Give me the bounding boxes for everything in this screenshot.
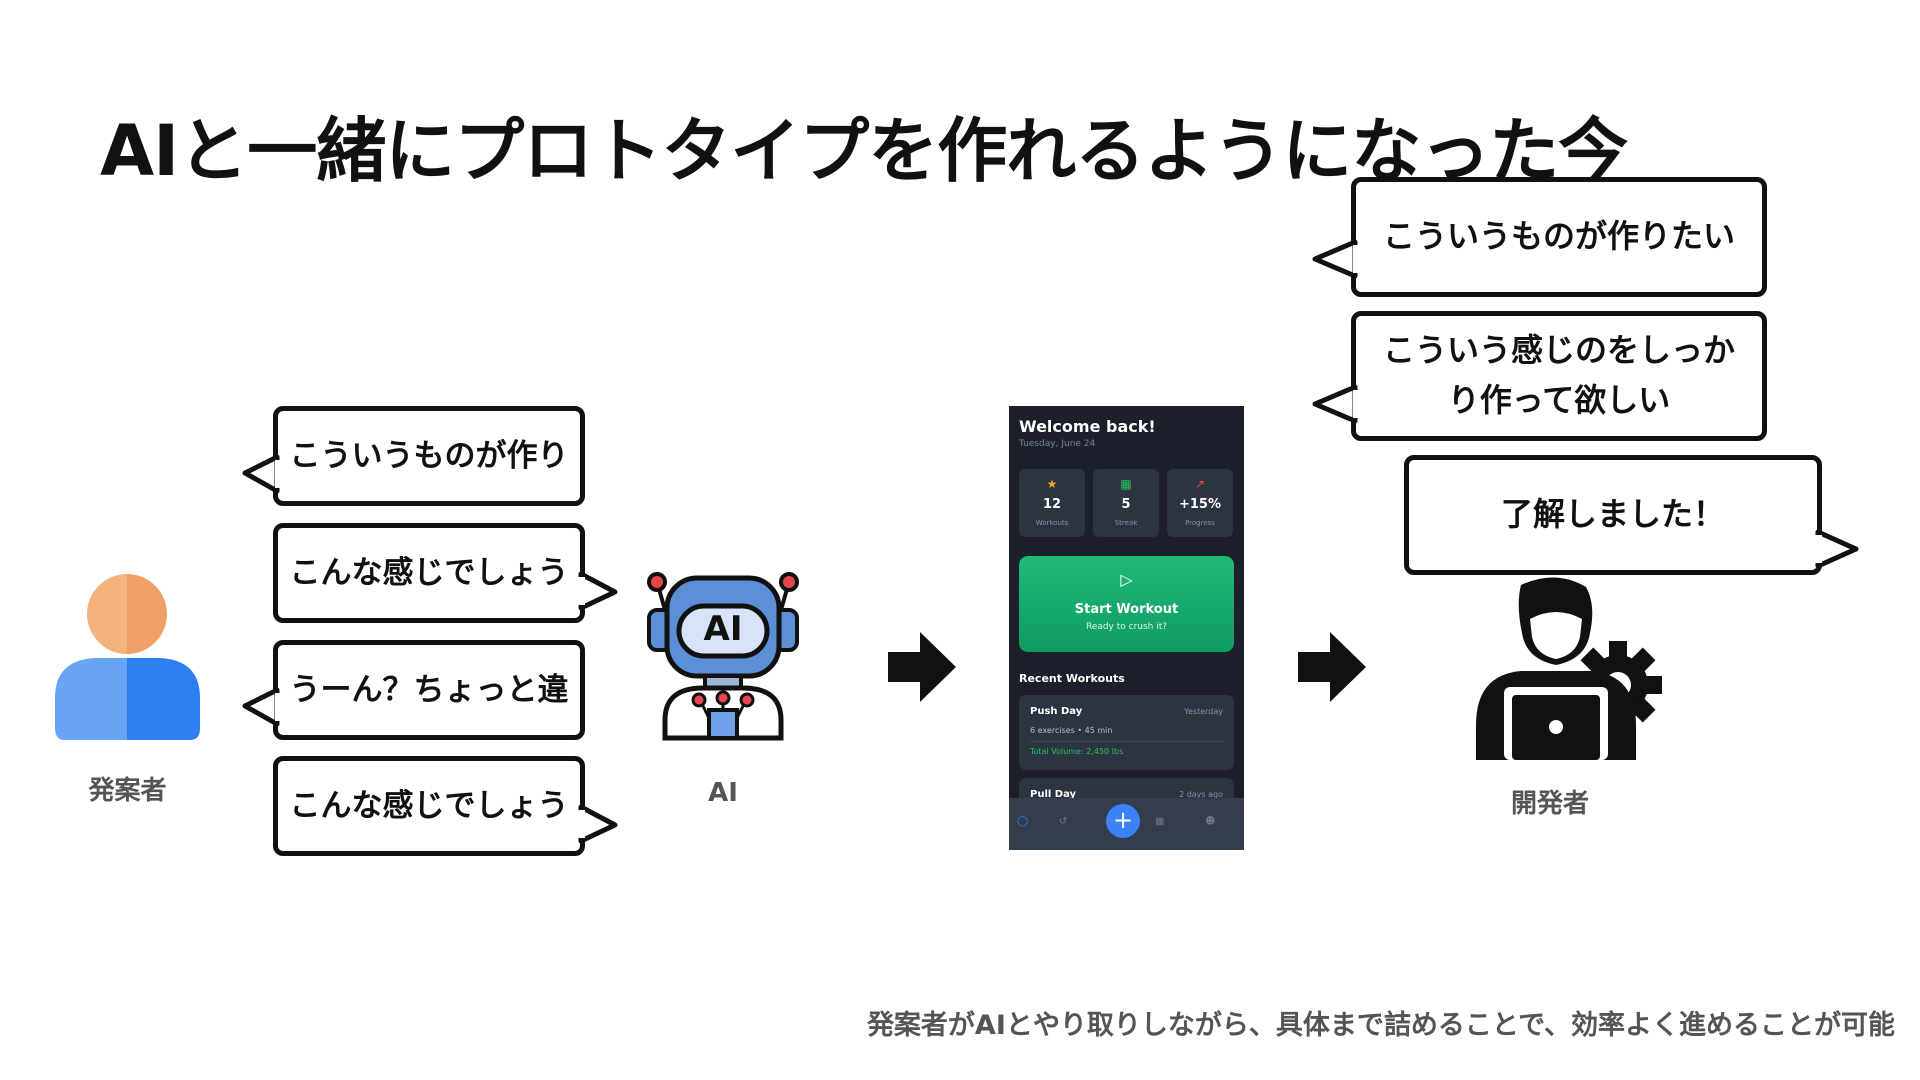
stat-label: Progress: [1185, 519, 1215, 527]
bubble-tail-left: [242, 454, 283, 494]
start-workout-button[interactable]: ▷ Start Workout Ready to crush it?: [1019, 556, 1234, 652]
bubble-text: こんな感じでしょう: [289, 787, 569, 824]
arrow-right-icon: [1298, 632, 1366, 702]
calendar-icon: ▦: [1120, 477, 1132, 491]
bubble-tail-left: [242, 687, 283, 727]
play-icon: ▷: [1120, 570, 1133, 589]
bubble-text: こんな感じでしょう: [289, 554, 569, 591]
stat-value: +15%: [1178, 497, 1221, 512]
footer-note: 発案者がAIとやり取りしながら、具体まで詰めることで、効率よく進めることが可能: [866, 1010, 1895, 1041]
bubble-tail-left: [1312, 384, 1361, 424]
speech-bubble-requester-2: うーん？ちょっと違: [273, 640, 585, 740]
trophy-icon: ★: [1046, 477, 1058, 491]
robot-icon: [647, 572, 799, 741]
robot-badge: AI: [703, 609, 743, 649]
bubble-tail-right: [577, 804, 618, 844]
date-label: Tuesday, June 24: [1019, 439, 1096, 449]
bubble-tail-right: [577, 571, 618, 611]
stat-label: Workouts: [1035, 519, 1069, 527]
bubble-text: こういうものが作りたい: [1382, 217, 1735, 256]
welcome-heading: Welcome back!: [1019, 417, 1156, 436]
developer-label: 開発者: [1510, 789, 1589, 819]
speech-bubble-developer-request-2: こういう感じのをしっかり作って欲しい: [1351, 311, 1767, 441]
trend-up-icon: ↗: [1194, 477, 1206, 491]
workout-detail: 6 exercises • 45 min: [1030, 726, 1113, 735]
stat-label: Streak: [1114, 519, 1138, 527]
speech-bubble-ai-1: こんな感じでしょう: [273, 523, 585, 623]
nav-home-icon[interactable]: ◯: [1017, 816, 1029, 827]
nav-stats-icon[interactable]: ▦: [1155, 816, 1165, 827]
workout-volume: Total Volume: 2,450 lbs: [1030, 747, 1124, 756]
start-workout-label: Start Workout: [1074, 602, 1179, 617]
workout-name: Pull Day: [1030, 789, 1077, 800]
start-workout-subtitle: Ready to crush it?: [1085, 622, 1168, 632]
speech-bubble-developer-reply: 了解しました！: [1404, 455, 1822, 575]
workout-when: Yesterday: [1184, 707, 1223, 716]
requester-icon: [55, 574, 200, 740]
workout-card[interactable]: Push Day Yesterday 6 exercises • 45 min …: [1019, 695, 1234, 770]
ai-label: AI: [708, 778, 738, 808]
bubble-text: こういうものが作り: [289, 437, 569, 474]
add-workout-button[interactable]: +: [1106, 804, 1140, 838]
stat-card-streak[interactable]: ▦ 5 Streak: [1093, 469, 1159, 537]
stat-card-workouts[interactable]: ★ 12 Workouts: [1019, 469, 1085, 537]
speech-bubble-requester-1: こういうものが作り: [273, 406, 585, 506]
speech-bubble-developer-request-1: こういうものが作りたい: [1351, 177, 1767, 297]
stat-value: 5: [1121, 497, 1131, 512]
workout-divider: [1030, 741, 1223, 742]
workout-when: 2 days ago: [1179, 790, 1223, 799]
bubble-text: 了解しました！: [1500, 495, 1725, 534]
developer-icon: [1476, 577, 1662, 760]
bubble-text: こういう感じのをしっかり作って欲しい: [1382, 331, 1735, 419]
workout-name: Push Day: [1030, 706, 1083, 717]
recent-workouts-heading: Recent Workouts: [1019, 672, 1125, 685]
app-prototype-screenshot: Welcome back! Tuesday, June 24 ★ 12 Work…: [1009, 406, 1244, 850]
nav-profile-icon[interactable]: ☻: [1205, 816, 1216, 827]
bubble-tail-left: [1312, 239, 1361, 279]
requester-label: 発案者: [88, 776, 167, 806]
stat-value: 12: [1042, 497, 1062, 512]
nav-history-icon[interactable]: ↺: [1059, 816, 1068, 827]
arrow-right-icon: [888, 632, 956, 702]
stat-card-progress[interactable]: ↗ +15% Progress: [1167, 469, 1233, 537]
speech-bubble-ai-2: こんな感じでしょう: [273, 756, 585, 856]
bubble-tail-right: [1814, 529, 1859, 569]
bubble-text: うーん？ちょっと違: [289, 671, 569, 708]
